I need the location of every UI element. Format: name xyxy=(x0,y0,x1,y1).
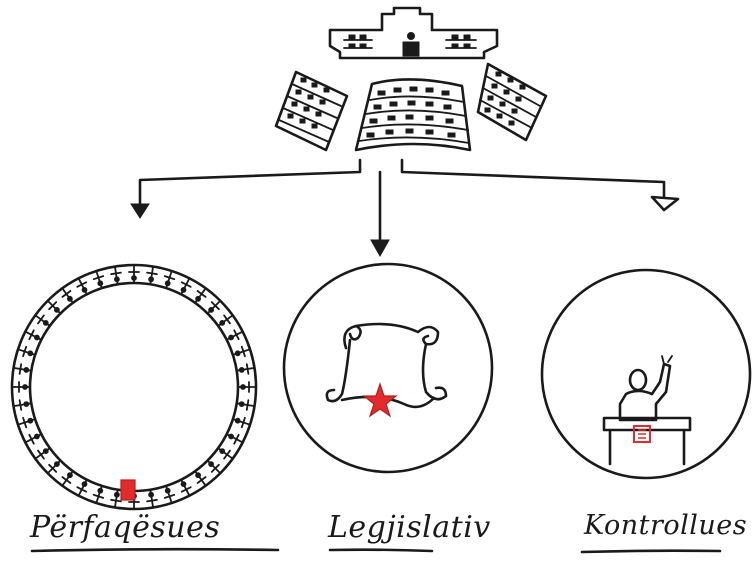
ring-figure-arms xyxy=(22,345,28,358)
ring-of-people-icon xyxy=(10,263,258,511)
ring-figure-head xyxy=(234,417,241,424)
ring-figure-arms xyxy=(233,329,240,341)
ring-figure-arms xyxy=(37,449,45,460)
ring-figure-head xyxy=(114,276,120,283)
star-seal-icon xyxy=(362,382,398,418)
ring-figure-head xyxy=(54,461,60,468)
parliament-hall-icon xyxy=(274,6,548,152)
right-seating-block xyxy=(476,62,548,142)
center-seating-block xyxy=(354,78,472,152)
ring-figure-arms xyxy=(28,433,35,445)
ring-figure-arms xyxy=(61,290,72,298)
label-control: Kontrollues xyxy=(584,510,748,541)
ring-figure-arms xyxy=(22,416,28,429)
ring-figure-head xyxy=(27,417,34,424)
ring-figure-head xyxy=(148,276,155,283)
ring-figure-arms xyxy=(61,476,72,484)
ring-figure-arms xyxy=(48,463,58,473)
ring-figure-arms xyxy=(210,463,220,473)
ring-figure-arms xyxy=(146,498,158,503)
connector-representation xyxy=(130,158,362,219)
label-representation: Përfaqësues xyxy=(30,510,221,545)
ring-figure-head xyxy=(34,433,40,440)
ring-figure-arms xyxy=(196,290,207,298)
arrowhead-control xyxy=(650,195,680,212)
ring-figure-head xyxy=(219,319,226,326)
ring-figure-head xyxy=(234,350,241,357)
ring-figure-head xyxy=(42,448,49,455)
scroll-with-star-icon xyxy=(282,262,494,474)
ring-figure-head xyxy=(219,448,226,455)
ring-figure-arms xyxy=(240,416,246,429)
underline-representation xyxy=(30,547,280,553)
ring-figure-head xyxy=(22,384,28,390)
ring-figure-head xyxy=(27,350,34,357)
ring-figure-head xyxy=(228,433,235,440)
ring-figure-arms xyxy=(92,275,105,281)
ring-figure-head xyxy=(195,295,202,302)
ring-figure-arms xyxy=(37,314,45,325)
ring-figure-head xyxy=(81,286,88,293)
ring-figure-head xyxy=(54,306,60,313)
left-seating-block xyxy=(274,70,349,152)
ring-figure-arms xyxy=(245,399,250,411)
ring-figure-head xyxy=(164,280,171,287)
underline-legislative xyxy=(328,548,434,553)
ring-figure-head xyxy=(238,401,245,408)
ring-figure-arms xyxy=(76,281,88,288)
ring-figure-head xyxy=(97,487,104,494)
ring-figure-head xyxy=(228,334,235,341)
underline-control xyxy=(580,549,722,554)
ring-figure-arms xyxy=(48,301,58,311)
ring-figure-arms xyxy=(18,399,23,411)
ring-figure-head xyxy=(97,280,104,287)
ring-figure-arms xyxy=(18,363,23,375)
ring-figure-head xyxy=(148,491,155,498)
ring-figure-head xyxy=(81,481,88,488)
ring-figure-arms xyxy=(240,345,246,358)
ring-figure-head xyxy=(208,461,215,468)
ring-figure-head xyxy=(240,384,246,390)
ring-figure-head xyxy=(180,286,187,293)
ring-figure-head xyxy=(67,472,73,479)
ring-figure-arms xyxy=(196,476,207,484)
ring-figure-arms xyxy=(210,301,220,311)
highlighted-member xyxy=(120,479,136,501)
ring-figure-head xyxy=(180,481,187,488)
ring-figure-arms xyxy=(110,498,122,503)
ring-figure-arms xyxy=(92,493,105,499)
ring-figure-arms xyxy=(233,433,240,445)
ring-figure-arms xyxy=(223,449,231,460)
ring-figure-arms xyxy=(110,271,122,276)
ring-figure-arms xyxy=(28,329,35,341)
ring-figure-arms xyxy=(163,493,176,499)
ring-figure-arms xyxy=(223,314,231,325)
ring-figure-head xyxy=(131,275,137,281)
label-legislative: Legjislativ xyxy=(328,510,491,545)
arrowhead-representation xyxy=(130,203,150,219)
ring-figure-head xyxy=(34,334,40,341)
connector-legislative xyxy=(370,170,390,258)
ring-figure-head xyxy=(164,487,171,494)
ring-figure-head xyxy=(23,366,30,373)
ring-figure-arms xyxy=(76,486,88,493)
ring-figure-head xyxy=(208,306,215,313)
ring-figure-arms xyxy=(146,271,158,276)
speaker-at-podium-icon xyxy=(540,268,752,480)
ring-figure-head xyxy=(195,472,202,479)
ring-figure-head xyxy=(67,295,73,302)
ring-figure-head xyxy=(23,401,30,408)
connector-control xyxy=(400,158,680,212)
ring-figure-arms xyxy=(163,275,176,281)
ring-figure-arms xyxy=(180,486,192,493)
ring-figure-head xyxy=(114,491,120,498)
ring-figure-arms xyxy=(180,281,192,288)
ring-figure-head xyxy=(238,366,245,373)
podium-emblem xyxy=(633,425,651,443)
arrowhead-legislative xyxy=(370,239,390,258)
ring-figure-arms xyxy=(245,363,250,375)
ring-figure-head xyxy=(42,319,49,326)
